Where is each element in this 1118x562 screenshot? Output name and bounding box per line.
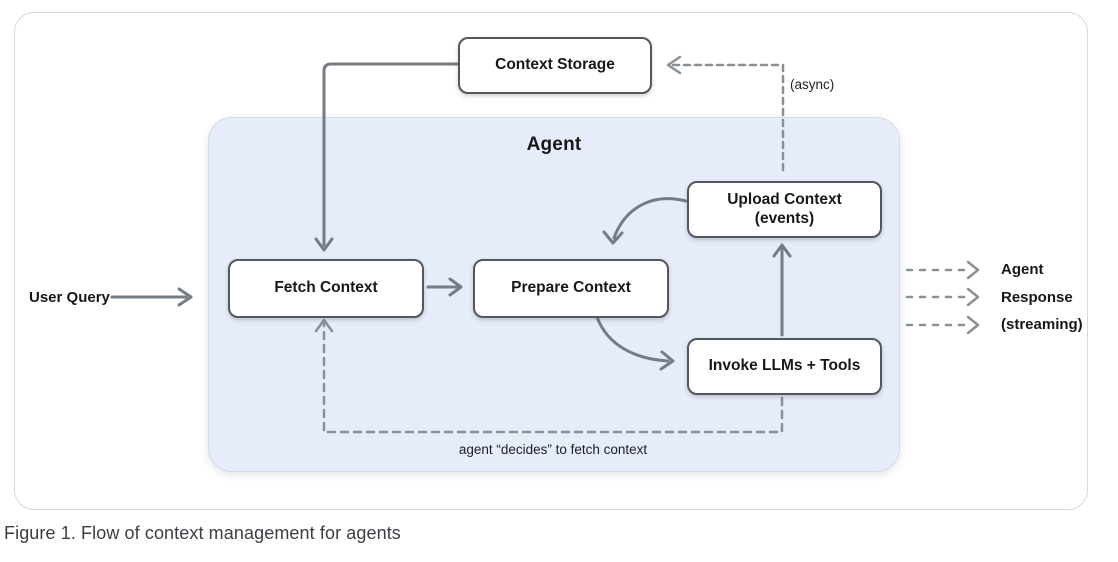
node-context-storage-label: Context Storage <box>495 56 615 74</box>
arrow-invoke-to-upload <box>772 243 792 337</box>
arrow-agent-decides-loop <box>314 318 784 434</box>
agent-decides-label: agent “decides” to fetch context <box>458 442 648 457</box>
node-fetch-context: Fetch Context <box>228 259 424 318</box>
arrow-upload-to-storage-async <box>666 55 785 172</box>
node-invoke-llms-tools-label: Invoke LLMs + Tools <box>708 357 861 375</box>
output-label-response: Response <box>1001 289 1073 306</box>
node-upload-context-label-line2: (events) <box>754 209 815 227</box>
output-label-agent: Agent <box>1001 261 1044 278</box>
agent-container-title: Agent <box>526 134 582 155</box>
user-query-label: User Query <box>29 289 110 306</box>
node-context-storage: Context Storage <box>458 37 652 94</box>
arrow-output-agent <box>905 260 980 280</box>
node-upload-context-label-line1: Upload Context <box>727 190 842 208</box>
node-prepare-context-label: Prepare Context <box>511 279 631 297</box>
figure-caption: Figure 1. Flow of context management for… <box>4 523 401 543</box>
arrow-upload-to-prepare <box>602 197 688 245</box>
node-fetch-context-label: Fetch Context <box>274 279 378 297</box>
arrow-fetch-to-prepare <box>426 277 463 297</box>
async-label: (async) <box>790 77 835 92</box>
node-upload-context: Upload Context (events) <box>687 181 882 238</box>
node-prepare-context: Prepare Context <box>473 259 669 318</box>
output-label-streaming: (streaming) <box>1001 316 1083 333</box>
arrow-user-query-to-fetch <box>110 287 193 307</box>
arrow-output-streaming <box>905 315 980 335</box>
arrow-prepare-to-invoke <box>595 315 675 371</box>
arrow-storage-to-fetch <box>314 62 460 252</box>
node-invoke-llms-tools: Invoke LLMs + Tools <box>687 338 882 395</box>
arrow-output-response <box>905 287 980 307</box>
